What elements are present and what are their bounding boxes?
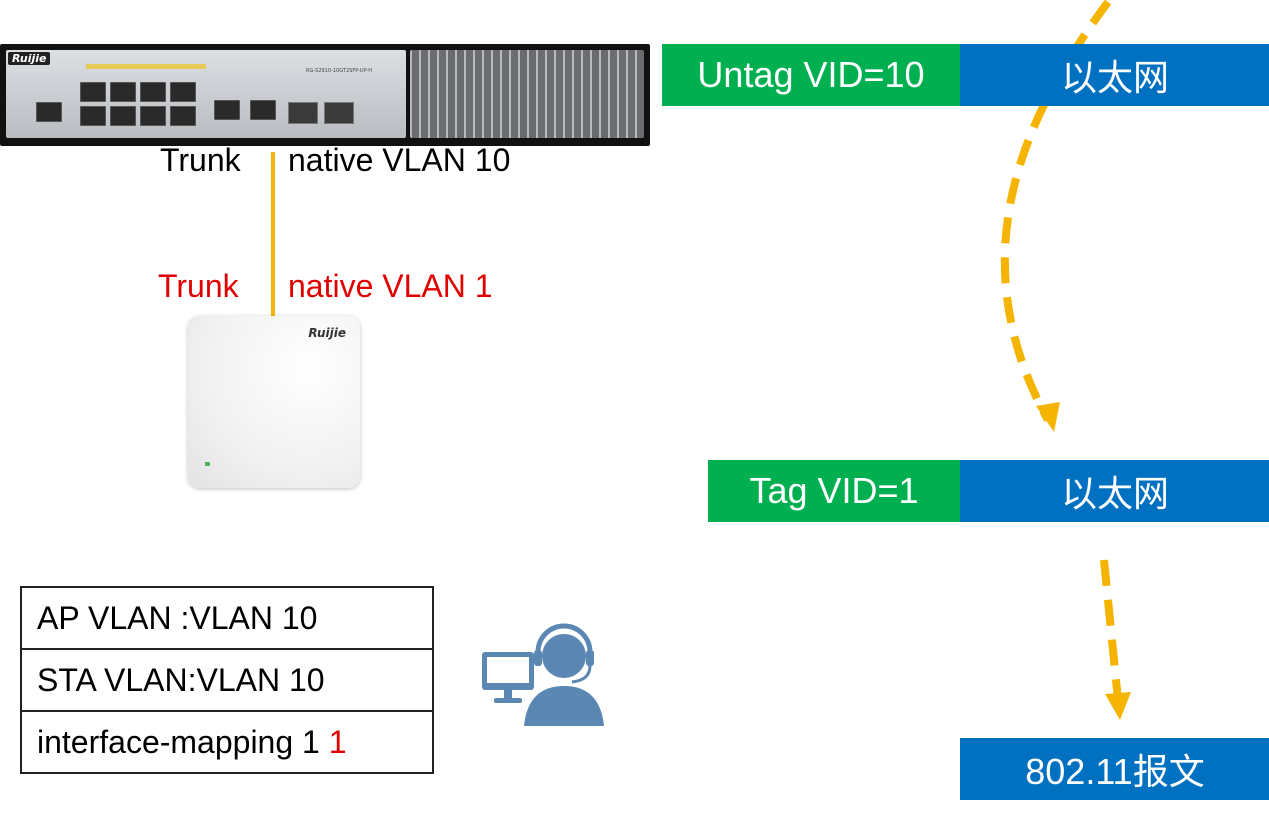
ap-config-table: AP VLAN :VLAN 10 STA VLAN:VLAN 10 interf… bbox=[20, 586, 434, 774]
sfp-port bbox=[288, 102, 318, 124]
access-point-device: Ruijie bbox=[188, 316, 360, 488]
ap-port-mode-label: Trunk bbox=[158, 268, 239, 304]
sfp-port bbox=[324, 102, 354, 124]
switch-vent-grille bbox=[410, 50, 644, 138]
wifi-frame-box: 802.11报文 bbox=[960, 738, 1269, 800]
flow-arrow-bottom-line bbox=[1100, 559, 1122, 701]
ethernet-port bbox=[140, 82, 166, 102]
ethernet-port bbox=[110, 106, 136, 126]
config-ap-vlan-text: AP VLAN :VLAN 10 bbox=[37, 599, 318, 636]
switch-device: Ruijie RG-S2910-10GT2SFP-UP-H bbox=[0, 44, 650, 146]
config-row-interface-mapping: interface-mapping 1 1 bbox=[22, 710, 432, 772]
ethernet-frame-top: 以太网 bbox=[960, 44, 1269, 106]
config-sta-vlan-text: STA VLAN:VLAN 10 bbox=[37, 661, 325, 698]
switch-model-label: RG-S2910-10GT2SFP-UP-H bbox=[306, 68, 373, 74]
ap-native-vlan-label: native VLAN 1 bbox=[288, 268, 493, 304]
ethernet-frame-middle: 以太网 bbox=[960, 460, 1269, 522]
tag-vid-box: Tag VID=1 bbox=[708, 460, 960, 522]
ethernet-port bbox=[80, 82, 106, 102]
ap-status-led bbox=[205, 462, 210, 466]
config-interface-mapping-text: interface-mapping 1 bbox=[37, 723, 329, 760]
config-row-sta-vlan: STA VLAN:VLAN 10 bbox=[22, 648, 432, 710]
switch-port-mode-label: Trunk bbox=[160, 142, 241, 178]
port-led-strip bbox=[86, 64, 206, 69]
switch-brand-logo: Ruijie bbox=[8, 52, 51, 65]
ethernet-port bbox=[110, 82, 136, 102]
untag-vid-box: Untag VID=10 bbox=[662, 44, 960, 106]
switch-front-panel: Ruijie RG-S2910-10GT2SFP-UP-H bbox=[6, 50, 406, 138]
config-row-ap-vlan: AP VLAN :VLAN 10 bbox=[22, 588, 432, 648]
flow-arrow-top-head bbox=[1036, 402, 1060, 432]
uplink-port bbox=[250, 100, 276, 120]
flow-arrow-bottom-head bbox=[1105, 692, 1131, 720]
ethernet-port bbox=[170, 82, 196, 102]
ethernet-port bbox=[140, 106, 166, 126]
uplink-port bbox=[214, 100, 240, 120]
support-agent-icon bbox=[482, 623, 604, 726]
ap-brand-logo: Ruijie bbox=[308, 326, 346, 340]
ethernet-port bbox=[170, 106, 196, 126]
switch-native-vlan-label: native VLAN 10 bbox=[288, 142, 511, 178]
ethernet-port bbox=[80, 106, 106, 126]
console-port bbox=[36, 102, 62, 122]
config-interface-mapping-value: 1 bbox=[328, 723, 347, 760]
